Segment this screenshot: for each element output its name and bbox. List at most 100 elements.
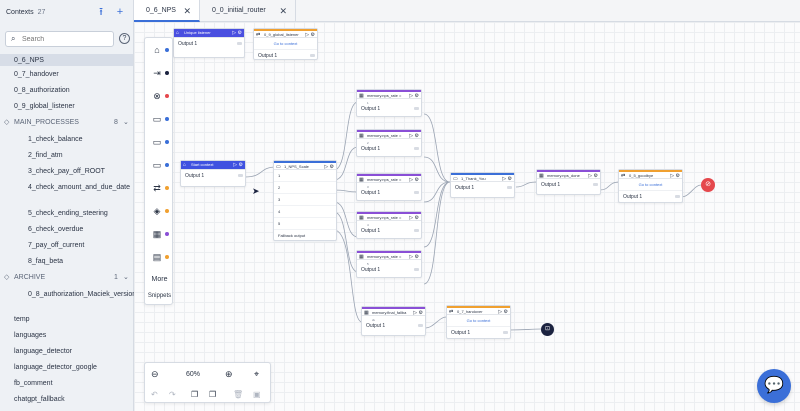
node-controls-icon[interactable]: ▷ ⚙	[409, 177, 419, 183]
node-memory-nps-rate-1[interactable]: ▦memory.nps_rate =1▷ ⚙ Output 1	[356, 89, 422, 117]
context-item[interactable]: 5_check_ending_steering	[28, 210, 108, 217]
add-context-icon[interactable]: +	[116, 6, 124, 18]
chevron-down-icon[interactable]: ⌄	[123, 274, 129, 281]
context-item-0_6_nps[interactable]: 0_6_NPS	[0, 54, 133, 66]
choice-node-icon[interactable]: ▭	[152, 160, 162, 170]
context-item[interactable]: 7_pay_off_current	[28, 242, 85, 249]
flow-canvas[interactable]: ➤	[134, 22, 800, 411]
context-item-0_7_handover[interactable]: 0_7_handover	[14, 71, 59, 78]
redirect-node-icon[interactable]: ⇄	[153, 183, 161, 193]
save-icon[interactable]: ▣	[253, 390, 261, 399]
node-memory-nps-rate-2[interactable]: ▦memory.nps_rate =2▷ ⚙ Output 1	[356, 129, 422, 157]
node-header: ⇄0_5_goodbye▷ ⚙	[619, 170, 682, 179]
end-conversation-node[interactable]: ⊘	[701, 178, 715, 192]
node-goto-goodbye[interactable]: ⇄0_5_goodbye▷ ⚙ Go to context Output 1	[618, 169, 683, 203]
node-nps-scale[interactable]: ▭1_NPS_Scale▷ ⚙ 1 2 3 4 5 Fallback outpu…	[273, 160, 337, 242]
context-item[interactable]: 4_check_amount_and_due_date	[28, 184, 130, 191]
status-dot	[165, 232, 169, 236]
node-controls-icon[interactable]: ▷ ⚙	[233, 162, 243, 168]
node-memory-nps-rate-4[interactable]: ▦memory.nps_rate =4▷ ⚙ Output 1	[356, 211, 422, 239]
node-controls-icon[interactable]: ▷ ⚙	[232, 30, 242, 36]
tab-0_6_nps[interactable]: 0_6_NPS ✕	[134, 0, 200, 22]
node-memory-nps-rate-5[interactable]: ▦memory.nps_rate =5▷ ⚙ Output 1	[356, 250, 422, 278]
search-box[interactable]: ⌕	[5, 31, 114, 47]
chevron-down-icon[interactable]: ⌄	[123, 119, 129, 126]
node-controls-icon[interactable]: ▷ ⚙	[305, 32, 315, 38]
group-archive[interactable]: ◇ ARCHIVE 1 ⌄	[0, 272, 133, 284]
context-item[interactable]: fb_comment	[14, 380, 53, 387]
node-goto-global-listener[interactable]: ⇄0_9_global_listener▷ ⚙ Go to context Ou…	[253, 28, 318, 60]
context-item[interactable]: 8_faq_beta	[28, 258, 64, 265]
node-subtitle: 2	[367, 141, 369, 145]
node-subtitle: ck	[372, 318, 375, 322]
node-title: memory.nps_done	[547, 173, 580, 178]
tab-0_0_initial_router[interactable]: 0_0_initial_router ✕	[200, 0, 296, 22]
node-goto-handover[interactable]: ⇄0_7_handover▷ ⚙ Go to context Output 1	[446, 305, 511, 339]
message-node-icon[interactable]: ▭	[152, 114, 162, 124]
copy-icon[interactable]: ❐	[191, 390, 199, 399]
node-controls-icon[interactable]: ▷ ⚙	[409, 93, 419, 99]
context-item[interactable]: temp	[14, 316, 30, 323]
group-main-processes[interactable]: ◇ MAIN_PROCESSES 8 ⌄	[0, 117, 133, 129]
zoom-out-icon[interactable]: ⊖	[151, 369, 159, 379]
node-thank-you[interactable]: ▭1_Thank_You▷ ⚙ Output 1	[450, 172, 515, 198]
node-header: ▦memory.nps_rate =1▷ ⚙	[357, 90, 421, 105]
node-controls-icon[interactable]: ▷ ⚙	[324, 164, 334, 170]
context-item[interactable]: 6_check_overdue	[28, 226, 84, 233]
context-item[interactable]: language_detector	[14, 348, 72, 355]
redo-icon[interactable]: ↷	[169, 390, 176, 399]
node-controls-icon[interactable]: ▷ ⚙	[502, 176, 512, 182]
search-input[interactable]	[22, 33, 110, 45]
node-controls-icon[interactable]: ▷ ⚙	[409, 133, 419, 139]
paste-icon[interactable]: ❐	[209, 390, 217, 399]
node-controls-icon[interactable]: ▷ ⚙	[409, 254, 419, 260]
context-item[interactable]: language_detector_google	[14, 364, 97, 371]
go-to-context-link[interactable]: Go to context	[254, 38, 317, 50]
status-dot	[165, 255, 169, 259]
search-icon: ⌕	[11, 34, 16, 43]
node-memory-nps-done[interactable]: ▦memory.nps_done▷ ⚙ Output 1	[536, 169, 601, 195]
node-controls-icon[interactable]: ▷ ⚙	[670, 173, 680, 179]
node-controls-icon[interactable]: ▷ ⚙	[498, 309, 508, 315]
contexts-header: Contexts 27	[6, 9, 45, 16]
close-icon[interactable]: ✕	[279, 6, 287, 16]
goto-node-icon[interactable]: ⇥	[153, 68, 161, 78]
context-item[interactable]: 1_check_balance	[28, 136, 83, 143]
context-item[interactable]: chatgpt_fallback	[14, 396, 65, 403]
node-unique-listener[interactable]: ⌂Unique listener▷ ⚙ Output 1	[173, 28, 245, 58]
node-memory-nps-rate-3[interactable]: ▦memory.nps_rate =3▷ ⚙ Output 1	[356, 173, 422, 201]
context-item[interactable]: languages	[14, 332, 47, 339]
go-to-context-link[interactable]: Go to context	[447, 315, 510, 327]
handover-end-node[interactable]: ⊡	[541, 323, 554, 336]
end-node-icon[interactable]: ⊗	[153, 91, 161, 101]
upload-icon[interactable]: ⭱	[99, 6, 103, 18]
question-node-icon[interactable]: ▭	[152, 137, 162, 147]
choice-row: 5	[274, 218, 336, 230]
context-item-0_9_global_listener[interactable]: 0_9_global_listener	[14, 103, 75, 110]
context-item[interactable]: 0_8_authorization_Maciek_version	[28, 291, 137, 298]
node-controls-icon[interactable]: ▷ ⚙	[409, 215, 419, 221]
more-button[interactable]: More	[151, 276, 168, 283]
delete-icon[interactable]: 🗑	[233, 390, 244, 399]
node-controls-icon[interactable]: ▷ ⚙	[413, 310, 423, 316]
close-icon[interactable]: ✕	[183, 6, 191, 16]
context-item[interactable]: 3_check_pay_off_ROOT	[28, 168, 105, 175]
zoom-toolbar: ⊖ 60% ⊕ ⌖ ↶ ↷ ❐ ❐ 🗑 ▣	[144, 362, 271, 403]
node-start-context[interactable]: ⌂Start context▷ ⚙ Output 1	[180, 160, 246, 187]
go-to-context-link[interactable]: Go to context	[619, 179, 682, 191]
condition-node-icon[interactable]: ◈	[153, 206, 161, 216]
snippets-button[interactable]: Snippets	[147, 293, 172, 299]
context-item[interactable]: 2_find_atm	[28, 152, 63, 159]
location-pin-icon[interactable]: ⌖	[254, 369, 260, 379]
document-node-icon[interactable]: ▤	[152, 252, 162, 262]
node-controls-icon[interactable]: ▷ ⚙	[588, 173, 598, 179]
memory-node-icon[interactable]: ▦	[152, 229, 162, 239]
context-item-0_8_authorization[interactable]: 0_8_authorization	[14, 87, 70, 94]
chat-support-button[interactable]: 💬	[757, 369, 791, 403]
help-icon[interactable]: ?	[119, 33, 130, 44]
zoom-in-icon[interactable]: ⊕	[225, 369, 233, 379]
start-node-icon[interactable]: ⌂	[154, 45, 160, 55]
undo-icon[interactable]: ↶	[151, 390, 158, 399]
node-output: Output 1	[451, 182, 514, 194]
